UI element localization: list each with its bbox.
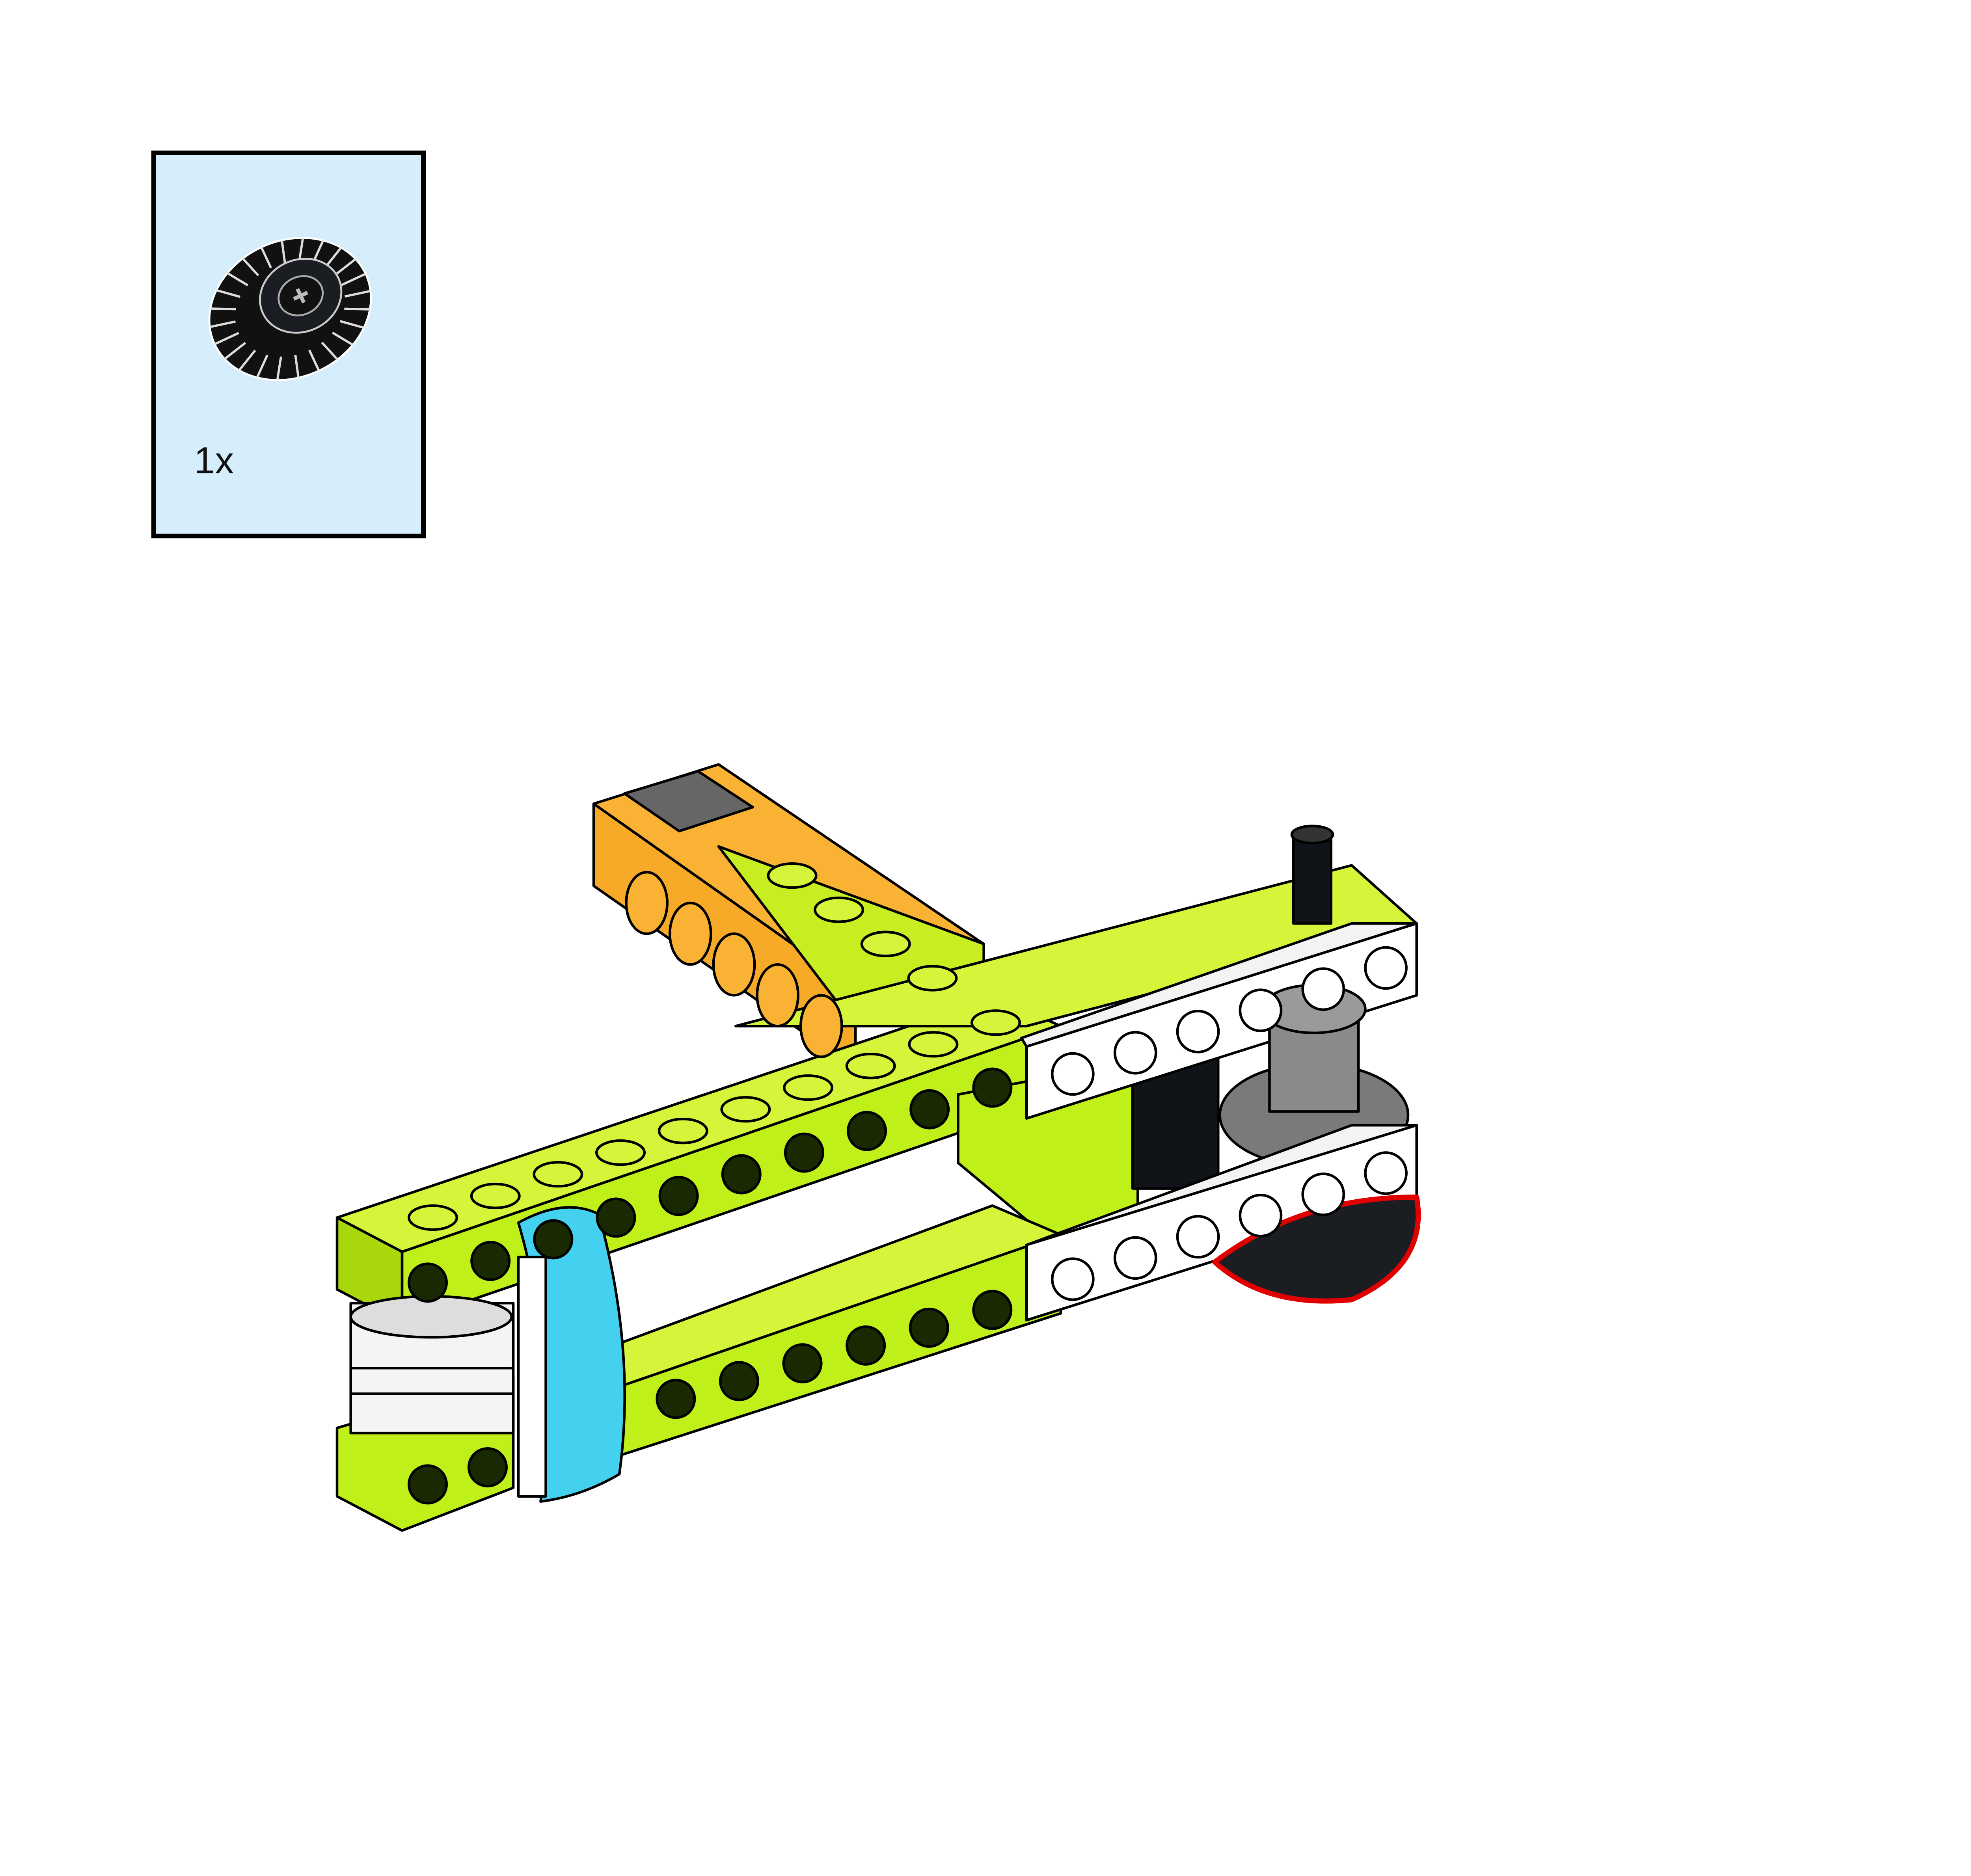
beam-hole: [1051, 1052, 1095, 1096]
beam-hole: [970, 1009, 1021, 1036]
beam-hole: [408, 1464, 448, 1505]
beam-hole: [1113, 1236, 1157, 1280]
beam-hole: [1301, 967, 1345, 1011]
beam-hole: [1113, 1031, 1157, 1075]
beam-hole: [658, 1117, 708, 1145]
beam-hole: [860, 931, 911, 957]
beam-hole: [470, 1182, 521, 1210]
beam-hole: [845, 1053, 896, 1079]
beam-hole: [846, 1325, 886, 1366]
beam-hole: [721, 1154, 762, 1195]
white-pulley: [349, 1295, 515, 1435]
beam-hole: [533, 1219, 574, 1260]
beam-hole: [668, 901, 712, 966]
beam-hole: [1301, 1172, 1345, 1216]
beam-hole: [909, 1307, 949, 1348]
beam-hole: [814, 896, 864, 923]
beam-hole: [972, 1067, 1013, 1108]
beam-hole: [470, 1241, 511, 1281]
lower-lime-beam: [597, 1204, 1062, 1464]
beam-hole: [1239, 1193, 1283, 1238]
beam-hole: [908, 1031, 959, 1058]
beam-hole: [719, 1361, 759, 1401]
beam-hole: [1364, 946, 1408, 990]
beam-hole: [467, 1447, 508, 1487]
beam-hole: [767, 862, 818, 889]
beam-hole: [596, 1197, 636, 1238]
beam-hole: [782, 1343, 823, 1384]
parts-callout: 1x: [151, 151, 426, 538]
beam-hole: [799, 994, 843, 1058]
beam-hole: [625, 871, 669, 935]
black-axle: [1290, 824, 1334, 925]
beam-hole: [909, 1089, 950, 1130]
beam-hole: [1051, 1257, 1095, 1301]
beam-hole: [1239, 988, 1283, 1032]
cyan-bent-beam: [517, 1206, 626, 1503]
beam-hole: [712, 932, 756, 997]
tire-icon: [208, 237, 372, 381]
beam-hole: [1364, 1151, 1408, 1195]
beam-hole: [783, 1074, 834, 1101]
part-quantity: 1x: [194, 439, 234, 482]
beam-hole: [1176, 1215, 1220, 1259]
beam-hole: [1176, 1010, 1220, 1053]
beam-hole: [408, 1204, 458, 1231]
beam-hole: [756, 963, 799, 1027]
beam-hole: [656, 1379, 696, 1419]
beam-hole: [972, 1290, 1013, 1330]
new-tire-highlight: [1212, 1194, 1421, 1304]
beam-hole: [658, 1176, 699, 1216]
beam-hole: [847, 1111, 887, 1151]
beam-hole: [907, 965, 958, 992]
beam-hole: [784, 1132, 824, 1173]
beam-hole: [533, 1161, 583, 1188]
beam-hole: [720, 1096, 771, 1123]
beam-hole: [595, 1139, 646, 1166]
beam-hole: [408, 1262, 448, 1303]
